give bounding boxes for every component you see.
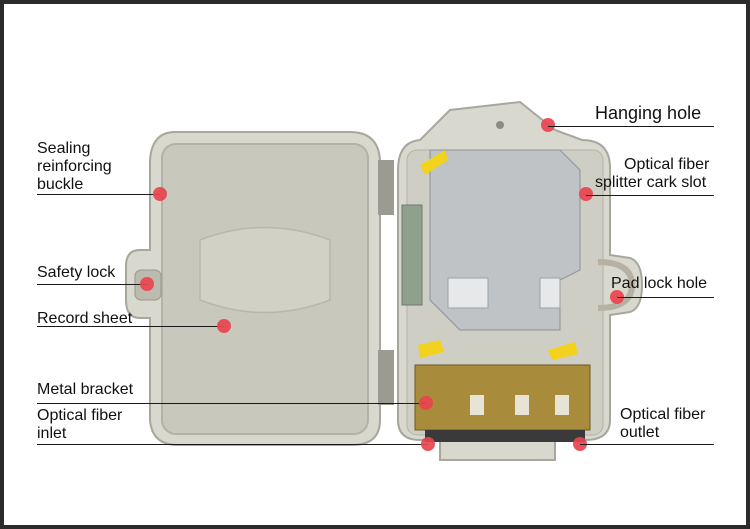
label-safety-lock: Safety lock [37, 264, 116, 281]
marker-splitter-slot [579, 187, 593, 201]
box-body [397, 100, 644, 461]
marker-hanging-hole [541, 118, 555, 132]
leader-record-sheet [37, 326, 224, 327]
leader-hanging-hole [548, 126, 714, 127]
hinges [378, 160, 394, 405]
leader-metal-bracket [37, 403, 426, 404]
leader-splitter-slot [586, 195, 714, 196]
label-metal-bracket: Metal bracket [37, 381, 134, 398]
label-pad-lock: Pad lock hole [611, 275, 708, 292]
label-fiber-inlet-line2: inlet [37, 425, 67, 442]
marker-sealing [153, 187, 167, 201]
label-sealing-line1: Sealing [37, 140, 91, 157]
label-fiber-outlet-line2: outlet [620, 424, 660, 441]
label-sealing-line3: buckle [37, 176, 84, 193]
marker-record-sheet [217, 319, 231, 333]
leader-fiber-outlet [580, 444, 714, 445]
leader-sealing [37, 194, 160, 195]
label-splitter-line1: Optical fiber [624, 156, 710, 173]
marker-safety-lock [140, 277, 154, 291]
label-splitter-line2: splitter cark slot [595, 174, 707, 191]
marker-fiber-inlet [421, 437, 435, 451]
label-hanging-hole: Hanging hole [595, 103, 702, 123]
label-fiber-outlet-line1: Optical fiber [620, 406, 706, 423]
label-fiber-inlet-line1: Optical fiber [37, 407, 123, 424]
leader-fiber-inlet [37, 444, 428, 445]
leader-pad-lock [617, 297, 714, 298]
leader-safety-lock [37, 284, 147, 285]
label-record-sheet: Record sheet [37, 310, 133, 327]
box-lid [125, 131, 381, 446]
label-sealing-line2: reinforcing [37, 158, 112, 175]
marker-metal-bracket [419, 396, 433, 410]
